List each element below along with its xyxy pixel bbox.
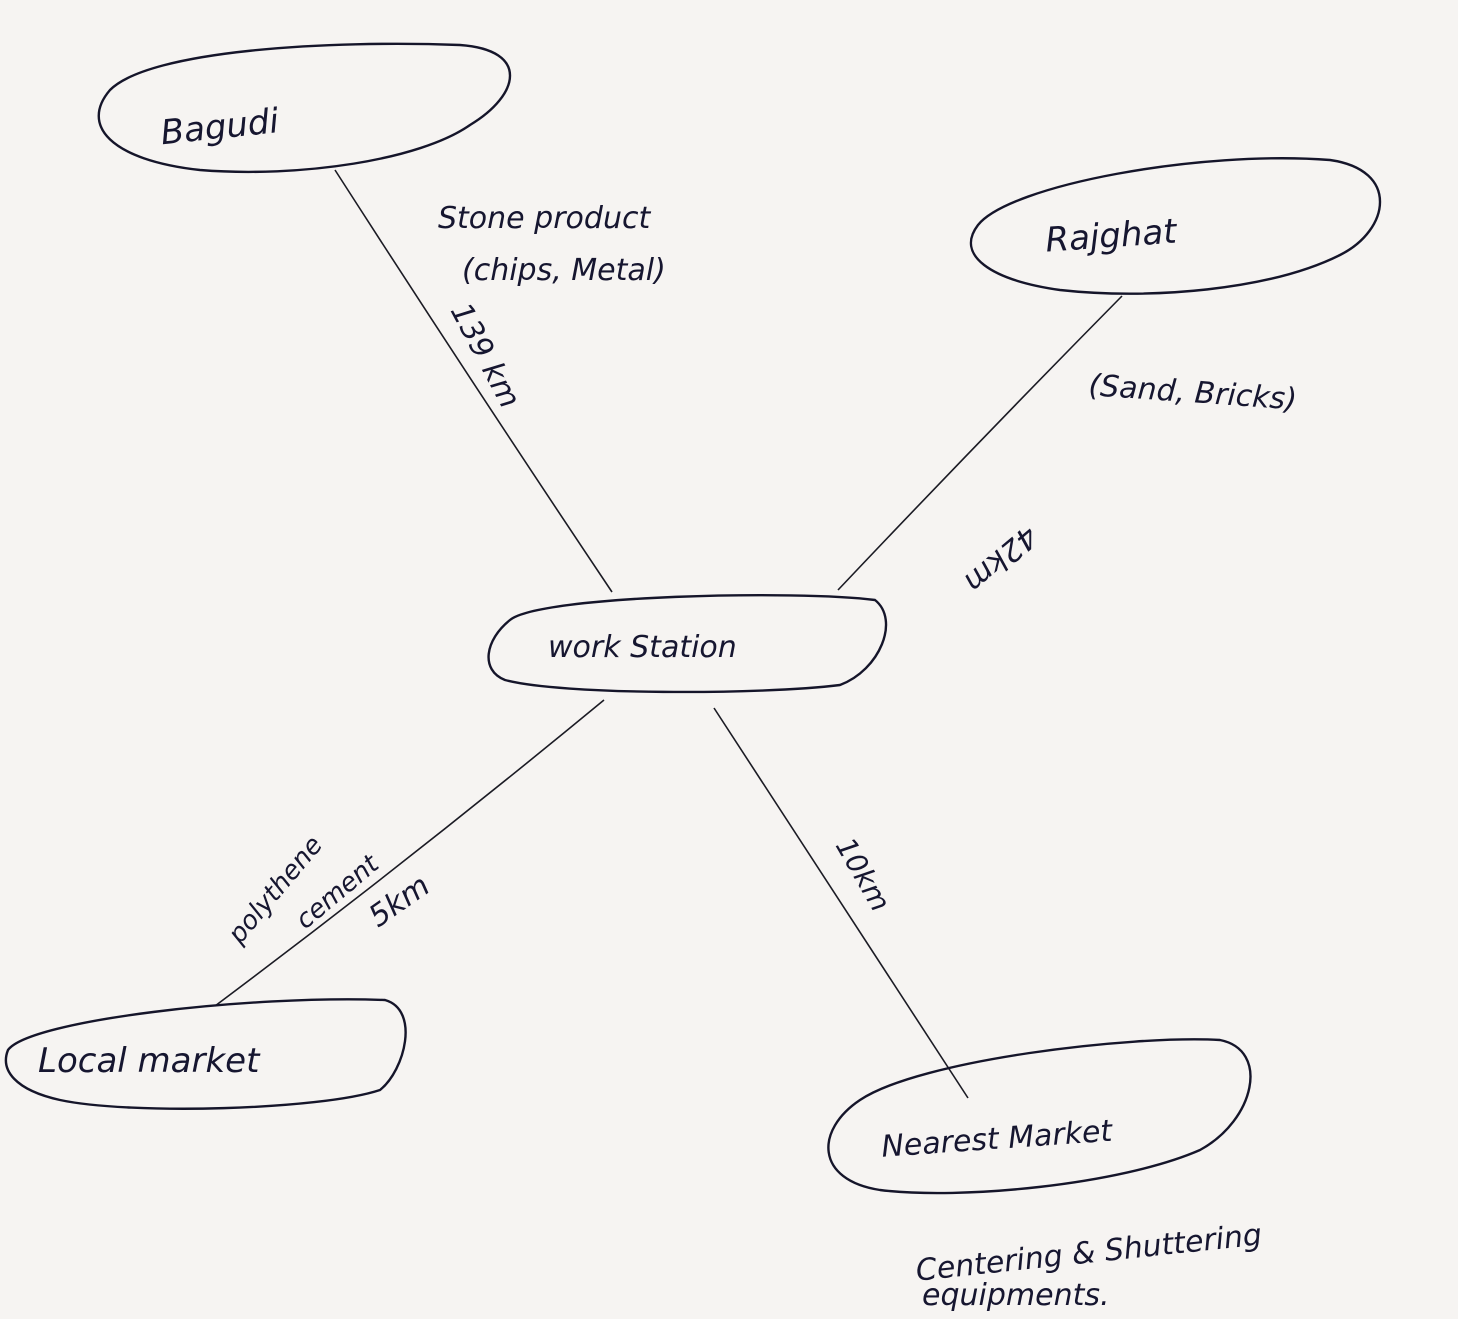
nearest-market-distance: 10km: [829, 832, 897, 917]
node-label-work-station: work Station: [548, 630, 737, 665]
edge-bagudi: [334, 169, 613, 593]
note-line2: equipments.: [922, 1278, 1110, 1313]
bagudi-material-line2: (chips, Metal): [462, 253, 666, 288]
node-label-local-market: Local market: [38, 1041, 261, 1081]
bagudi-material-line1: Stone product: [438, 201, 651, 236]
edge-nearest-market: [713, 707, 969, 1099]
edge-rajghat: [837, 295, 1123, 591]
node-work-station: work Station: [487, 593, 888, 694]
rajghat-material: (Sand, Bricks): [1087, 368, 1298, 417]
rajghat-distance: 42km: [957, 518, 1044, 599]
node-label-rajghat: Rajghat: [1044, 211, 1179, 260]
node-label-nearest-market: Nearest Market: [880, 1114, 1114, 1165]
node-nearest-market: Nearest Market: [827, 1038, 1252, 1195]
edge-local-market: [214, 699, 605, 1007]
node-local-market: Local market: [4, 998, 407, 1110]
node-label-bagudi: Bagudi: [159, 101, 281, 153]
node-rajghat: Rajghat: [969, 157, 1382, 295]
node-bagudi: Bagudi: [97, 42, 512, 174]
